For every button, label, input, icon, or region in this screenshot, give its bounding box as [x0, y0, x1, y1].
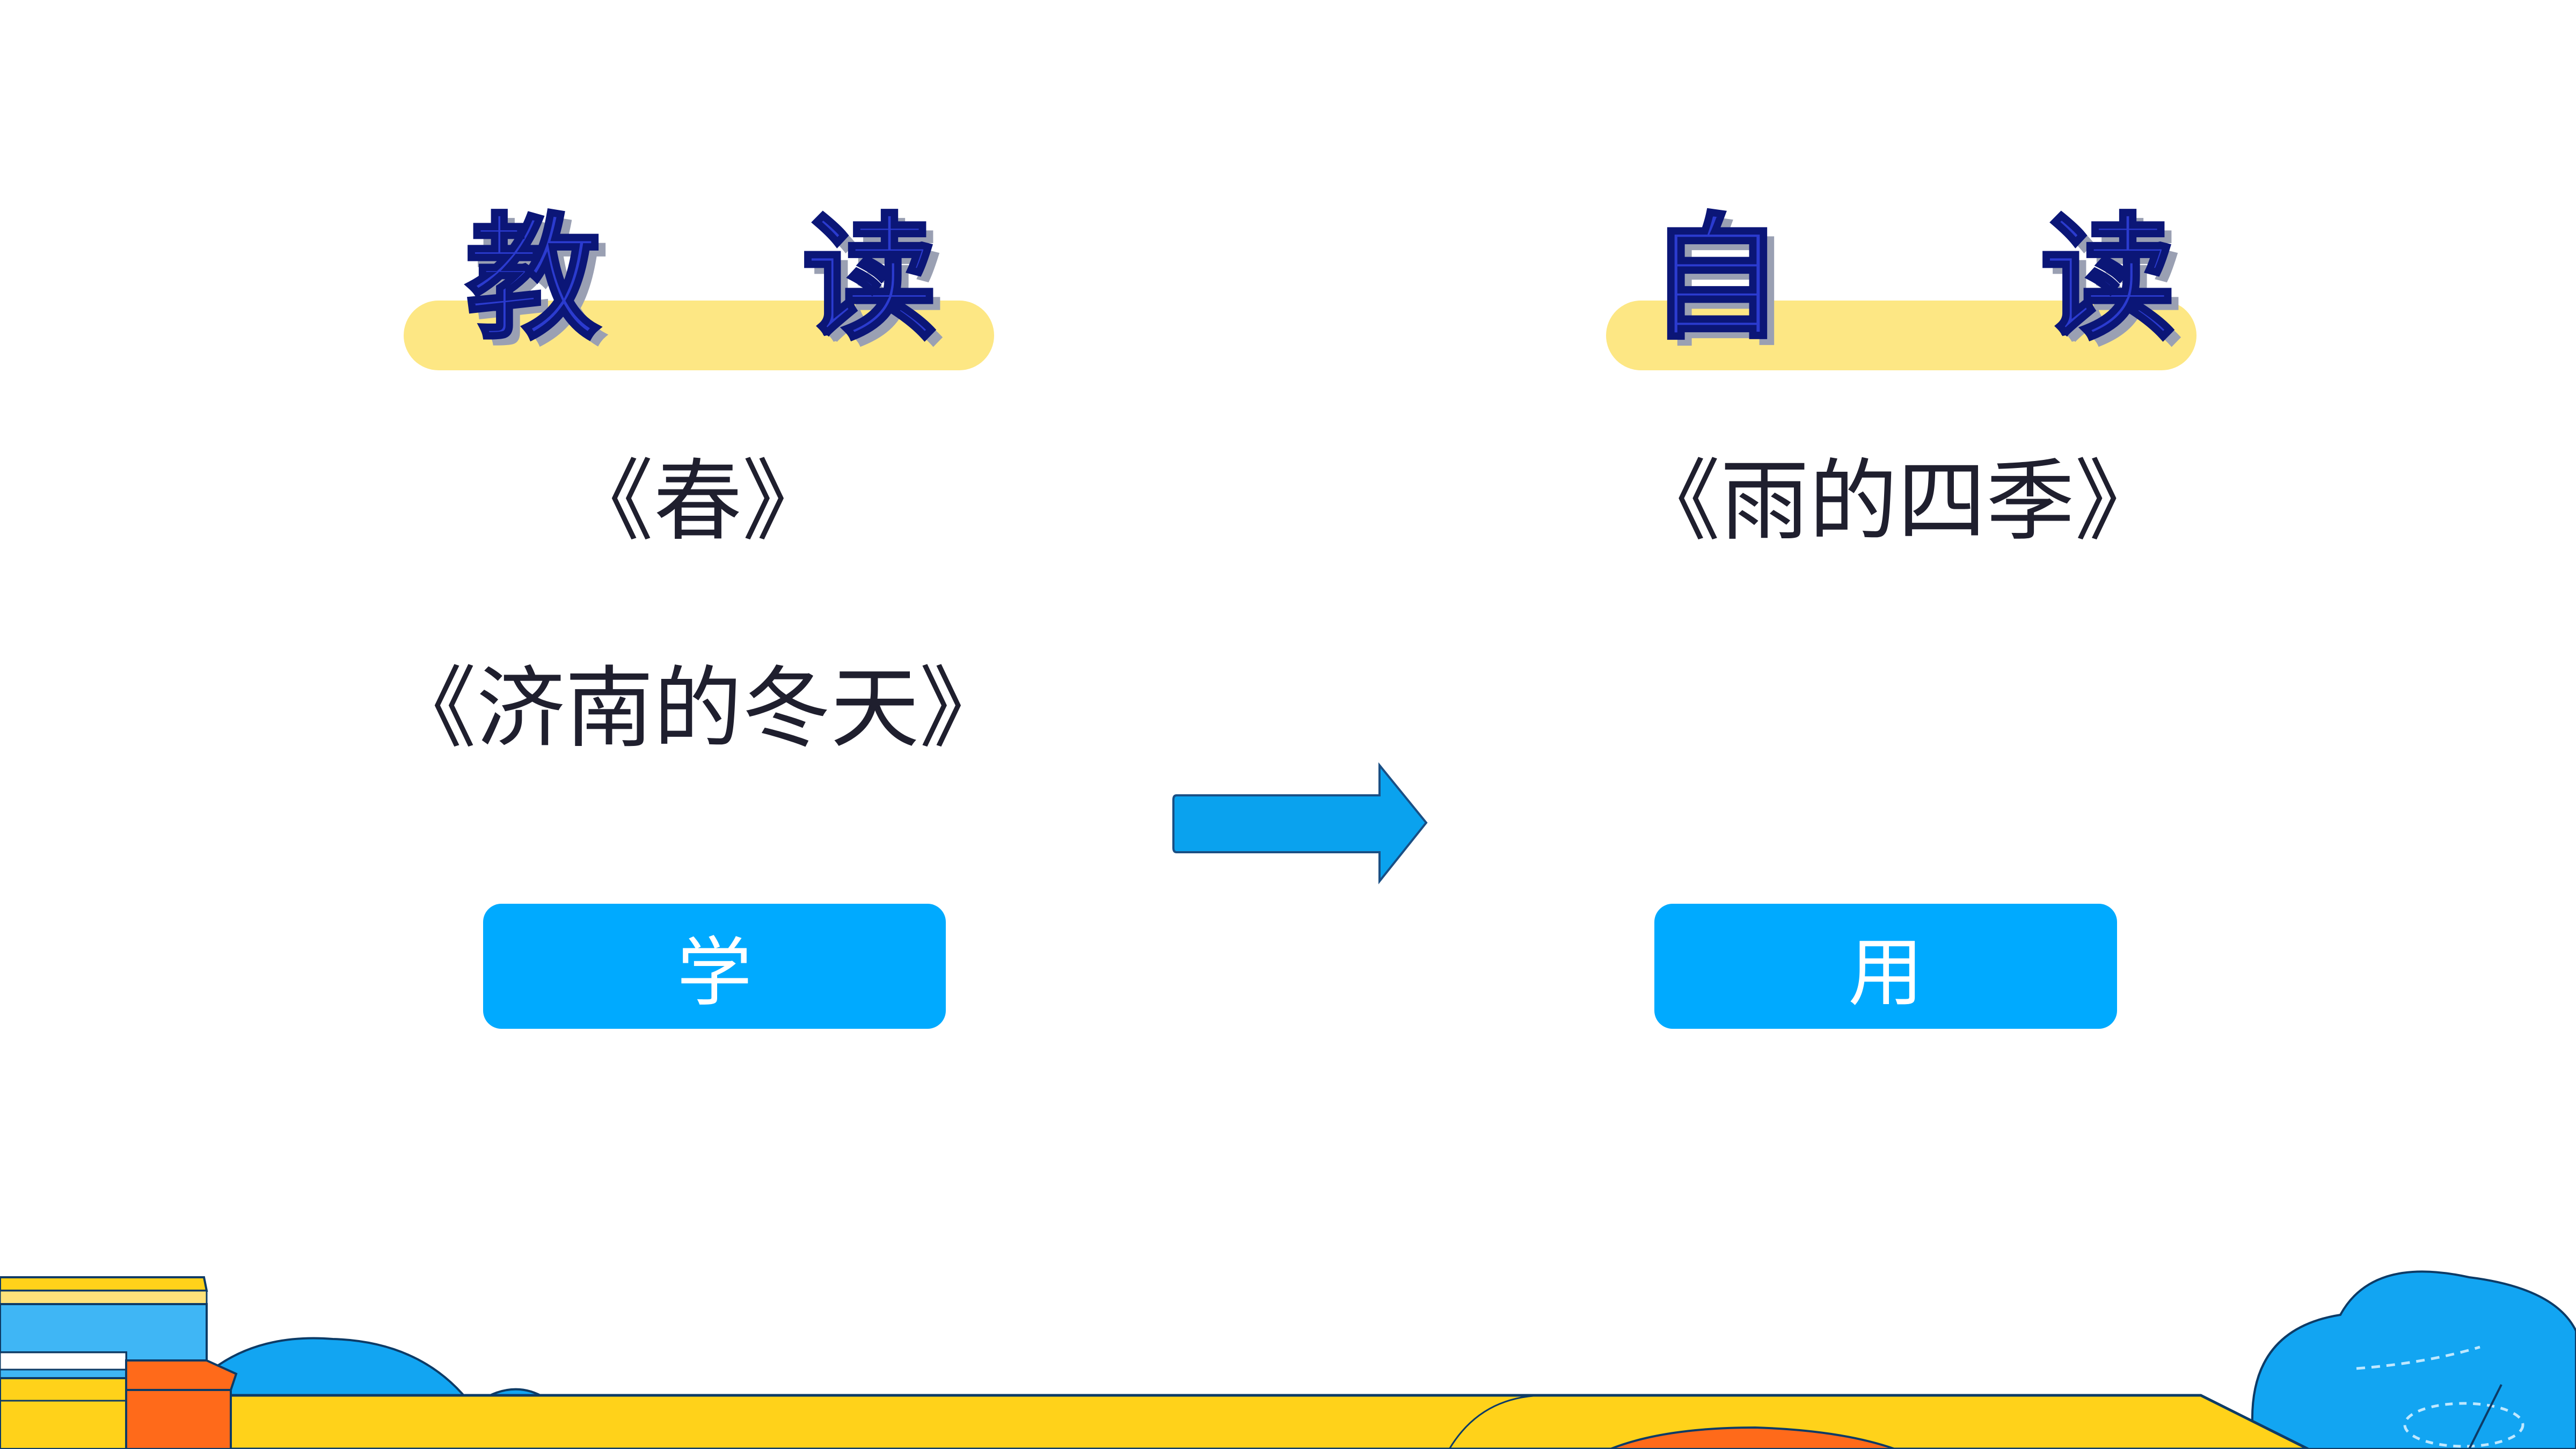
apply-button[interactable]: 用 [1654, 904, 2117, 1029]
apply-button-label: 用 [1848, 929, 1923, 1017]
self-reading-heading-pill [1606, 301, 2196, 370]
guided-reading-heading-char-1: 教 [464, 201, 602, 357]
guided-reading-heading-char-2: 读 [801, 201, 938, 357]
bottom-decoration [0, 1270, 2576, 1449]
guided-title-2: 《济南的冬天》 [388, 657, 1008, 760]
self-reading-heading-char-2: 读 [2039, 201, 2177, 357]
self-title-1: 《雨的四季》 [1632, 450, 2163, 553]
book-stack-icon [0, 1276, 238, 1449]
right-arrow-icon [1172, 762, 1428, 884]
guided-reading-heading-pill [404, 301, 994, 370]
learn-button-label: 学 [676, 929, 752, 1017]
guided-title-1: 《春》 [565, 450, 831, 553]
learn-button[interactable]: 学 [483, 904, 946, 1029]
self-reading-heading-char-1: 自 [1647, 201, 1785, 357]
